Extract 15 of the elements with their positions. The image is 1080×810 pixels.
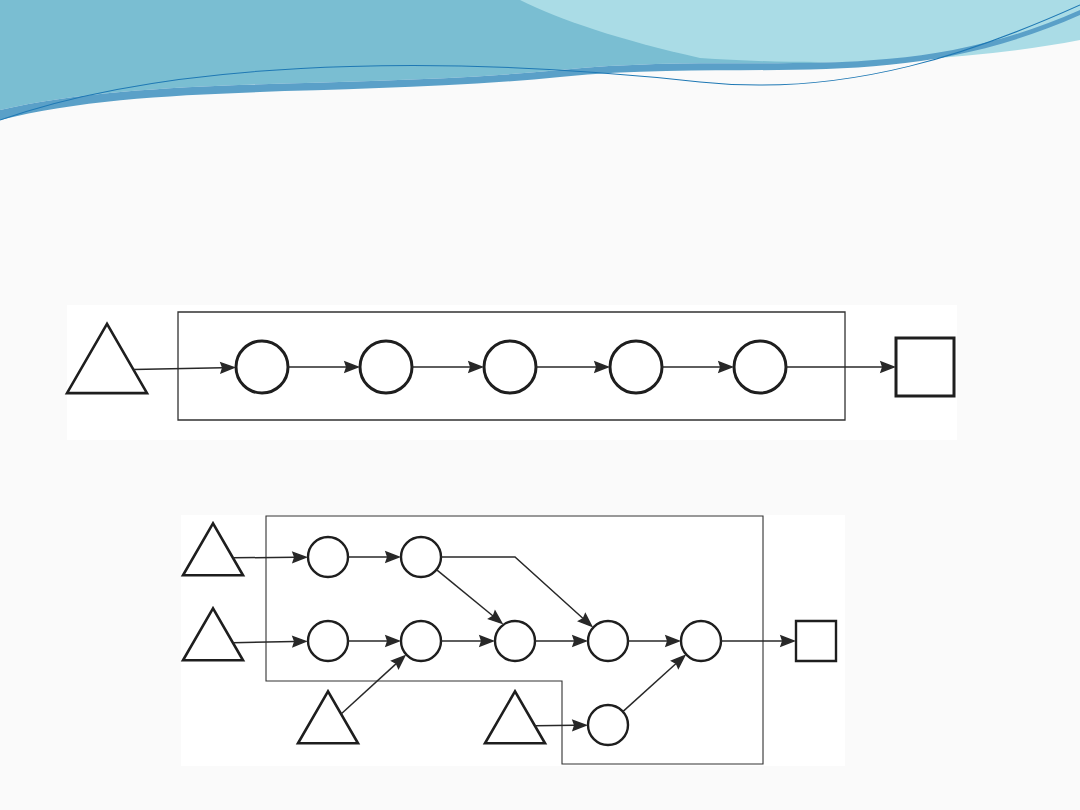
circle-node xyxy=(399,619,443,663)
circle-node xyxy=(306,619,350,663)
circle-node xyxy=(482,339,538,395)
circle-node xyxy=(306,535,350,579)
circle-node xyxy=(586,703,630,747)
circle-node xyxy=(586,619,630,663)
circle-node xyxy=(399,535,443,579)
square-node xyxy=(794,619,838,663)
square-node xyxy=(894,336,956,398)
circle-node xyxy=(234,339,290,395)
circle-node xyxy=(732,339,788,395)
circle-node xyxy=(493,619,537,663)
circle-node xyxy=(608,339,664,395)
circle-node xyxy=(358,339,414,395)
circle-node xyxy=(679,619,723,663)
